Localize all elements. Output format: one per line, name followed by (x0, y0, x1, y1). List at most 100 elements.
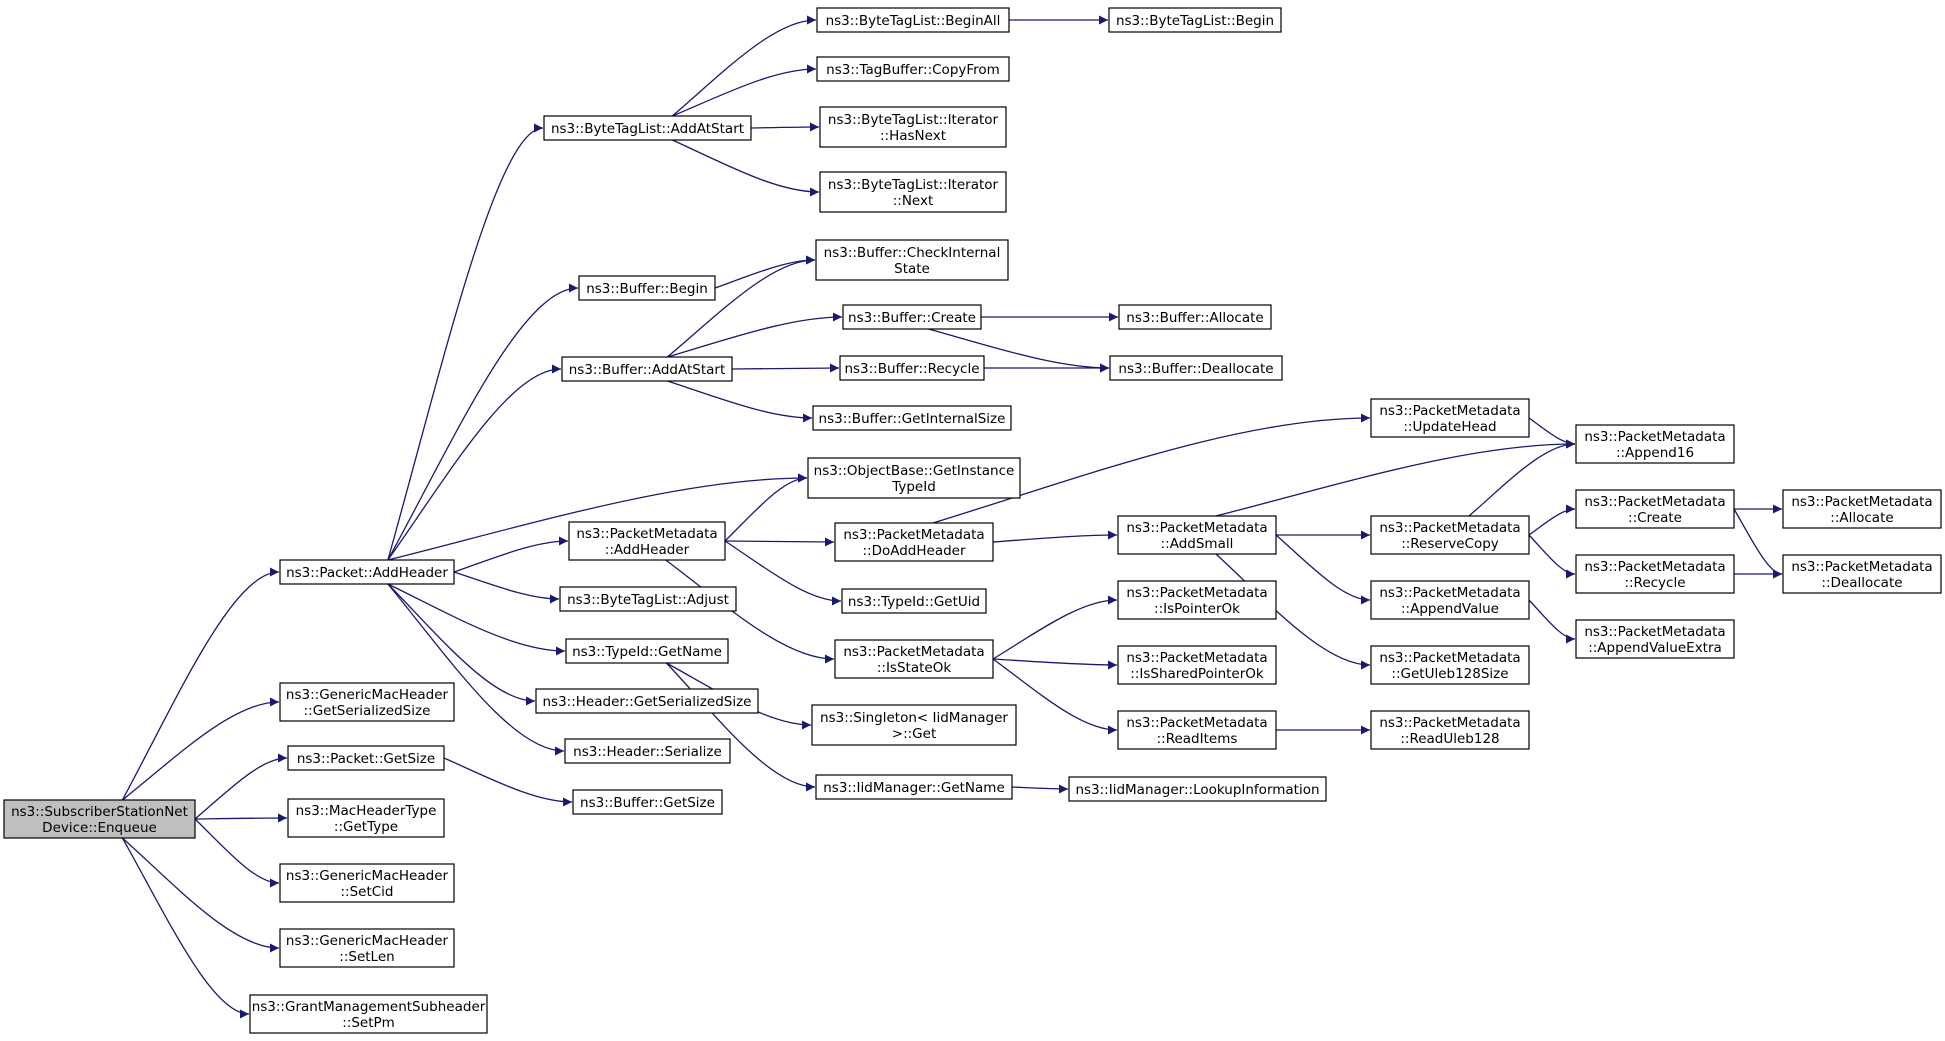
node-box (1782, 489, 1942, 529)
node-mht-gettype[interactable]: ns3::MacHeaderType::GetType (287, 798, 445, 838)
node-btl-adjust[interactable]: ns3::ByteTagList::Adjust (559, 586, 737, 612)
node-box (1108, 7, 1282, 33)
edge-pkt-addheader-to-btl-adjust (453, 571, 560, 604)
node-label: ns3::PacketMetadata (1584, 559, 1725, 575)
edge-pm-isstateok-to-pm-issharedpointerok (992, 658, 1118, 670)
node-pm-getuleb128size[interactable]: ns3::PacketMetadata::GetUleb128Size (1370, 645, 1530, 685)
node-label: ::SetPm (342, 1015, 395, 1031)
node-box (561, 356, 733, 382)
node-buf-getinternalsize[interactable]: ns3::Buffer::GetInternalSize (812, 405, 1012, 431)
node-buf-getsize[interactable]: ns3::Buffer::GetSize (572, 789, 723, 815)
node-box (807, 457, 1021, 499)
edge-pm-reservecopy-to-pm-recycle (1528, 534, 1576, 579)
node-pm-readitems[interactable]: ns3::PacketMetadata::ReadItems (1117, 710, 1277, 750)
node-iid-getname[interactable]: ns3::IidManager::GetName (815, 774, 1013, 800)
edge-pm-reservecopy-to-pm-create (1528, 504, 1576, 536)
node-label: ns3::Buffer::AddAtStart (569, 362, 726, 378)
edge-enqueue-to-gmh-getser (122, 697, 280, 801)
node-label: ns3::ByteTagList::Iterator (828, 112, 999, 128)
edge-pm-addsmall-to-pm-getuleb128size (1215, 553, 1371, 670)
call-edges (121, 15, 1783, 1019)
node-btl-beginall[interactable]: ns3::ByteTagList::BeginAll (816, 7, 1010, 33)
node-label: ns3::Buffer::Begin (586, 281, 708, 297)
node-box (287, 745, 445, 771)
node-pm-doaddheader[interactable]: ns3::PacketMetadata::DoAddHeader (834, 522, 994, 562)
node-buf-deallocate[interactable]: ns3::Buffer::Deallocate (1109, 355, 1283, 381)
node-tid-getuid[interactable]: ns3::TypeId::GetUid (841, 588, 987, 614)
node-btl-begin[interactable]: ns3::ByteTagList::Begin (1108, 7, 1282, 33)
edge-pm-updatehead-to-pm-append16 (1528, 417, 1576, 449)
node-pm-addsmall[interactable]: ns3::PacketMetadata::AddSmall (1117, 515, 1277, 555)
node-box (279, 682, 455, 722)
node-pm-ispointerok[interactable]: ns3::PacketMetadata::IsPointerOk (1117, 580, 1277, 620)
node-box (535, 688, 759, 714)
node-iid-lookup[interactable]: ns3::IidManager::LookupInformation (1068, 776, 1327, 802)
node-btl-it-hasnext[interactable]: ns3::ByteTagList::Iterator::HasNext (819, 106, 1007, 148)
node-gms-setpm[interactable]: ns3::GrantManagementSubheader::SetPm (249, 994, 488, 1034)
node-gmh-setcid[interactable]: ns3::GenericMacHeader::SetCid (279, 863, 455, 903)
node-label: ::AppendValueExtra (1588, 640, 1722, 656)
node-pm-deallocate[interactable]: ns3::PacketMetadata::Deallocate (1782, 554, 1942, 594)
node-buf-begin[interactable]: ns3::Buffer::Begin (578, 275, 716, 301)
edge-enqueue-to-pkt-getsize (194, 753, 288, 820)
node-label: ::ReadItems (1157, 731, 1238, 747)
node-label: ns3::TypeId::GetUid (848, 594, 980, 610)
edge-pm-create-to-pm-deallocate (1733, 508, 1783, 579)
node-label: ns3::GenericMacHeader (286, 687, 449, 703)
node-pm-reservecopy[interactable]: ns3::PacketMetadata::ReserveCopy (1370, 515, 1530, 555)
node-pm-addheader[interactable]: ns3::PacketMetadata::AddHeader (568, 521, 726, 561)
node-btl-it-next[interactable]: ns3::ByteTagList::Iterator::Next (819, 171, 1007, 213)
node-label: ::Recycle (1624, 575, 1685, 591)
node-buf-create[interactable]: ns3::Buffer::Create (842, 304, 982, 330)
node-label: ::Allocate (1830, 510, 1893, 526)
edge-pm-addheader-to-pm-doaddheader (724, 537, 835, 547)
node-gmh-getser[interactable]: ns3::GenericMacHeader::GetSerializedSize (279, 682, 455, 722)
node-buf-recycle[interactable]: ns3::Buffer::Recycle (839, 355, 985, 381)
node-label: ::HasNext (880, 128, 946, 144)
node-pm-append16[interactable]: ns3::PacketMetadata::Append16 (1575, 424, 1735, 464)
node-label: ::Create (1628, 510, 1682, 526)
node-buf-allocate[interactable]: ns3::Buffer::Allocate (1118, 304, 1272, 330)
node-pm-appendvalue[interactable]: ns3::PacketMetadata::AppendValue (1370, 580, 1530, 620)
node-pm-isstateok[interactable]: ns3::PacketMetadata::IsStateOk (834, 639, 994, 679)
edge-enqueue-to-gmh-setcid (194, 818, 280, 888)
node-box (815, 774, 1013, 800)
edge-pm-doaddheader-to-pm-updatehead (932, 413, 1371, 524)
node-label: ns3::ByteTagList::AddAtStart (551, 121, 744, 137)
node-pm-create[interactable]: ns3::PacketMetadata::Create (1575, 489, 1735, 529)
node-singleton-get[interactable]: ns3::Singleton< IidManager>::Get (811, 704, 1017, 746)
edge-btl-addatstart-to-btl-beginall (671, 15, 817, 117)
node-hdr-getser[interactable]: ns3::Header::GetSerializedSize (535, 688, 759, 714)
node-pm-updatehead[interactable]: ns3::PacketMetadata::UpdateHead (1370, 398, 1530, 438)
node-label: ns3::TypeId::GetName (572, 644, 722, 660)
node-tb-copyfrom[interactable]: ns3::TagBuffer::CopyFrom (816, 56, 1010, 82)
node-pm-readuleb128[interactable]: ns3::PacketMetadata::ReadUleb128 (1370, 710, 1530, 750)
node-pm-allocate[interactable]: ns3::PacketMetadata::Allocate (1782, 489, 1942, 529)
node-box (819, 171, 1007, 213)
node-gmh-setlen[interactable]: ns3::GenericMacHeader::SetLen (279, 928, 455, 968)
node-pm-appendvalueextra[interactable]: ns3::PacketMetadata::AppendValueExtra (1575, 619, 1735, 659)
node-pkt-getsize[interactable]: ns3::Packet::GetSize (287, 745, 445, 771)
node-label: ::Append16 (1616, 445, 1694, 461)
node-label: ns3::ByteTagList::Begin (1116, 13, 1274, 29)
node-box (559, 586, 737, 612)
node-buf-addatstart[interactable]: ns3::Buffer::AddAtStart (561, 356, 733, 382)
node-box (834, 639, 994, 679)
node-label: ::Deallocate (1821, 575, 1902, 591)
edge-buf-addatstart-to-buf-create (667, 312, 843, 358)
edge-iid-getname-to-iid-lookup (1011, 784, 1069, 794)
node-btl-addatstart[interactable]: ns3::ByteTagList::AddAtStart (543, 115, 752, 141)
node-label: ::SetCid (340, 884, 393, 900)
edge-pkt-addheader-to-hdr-getser (387, 583, 536, 706)
node-hdr-serialize[interactable]: ns3::Header::Serialize (564, 738, 731, 764)
node-label: ::AppendValue (1401, 601, 1499, 617)
node-tid-getname[interactable]: ns3::TypeId::GetName (565, 638, 729, 664)
node-pm-recycle[interactable]: ns3::PacketMetadata::Recycle (1575, 554, 1735, 594)
node-label: ::SetLen (339, 949, 394, 965)
node-pm-issharedpointerok[interactable]: ns3::PacketMetadata::IsSharedPointerOk (1117, 645, 1277, 685)
node-label: Device::Enqueue (42, 820, 157, 836)
node-pkt-addheader[interactable]: ns3::Packet::AddHeader (279, 559, 455, 585)
